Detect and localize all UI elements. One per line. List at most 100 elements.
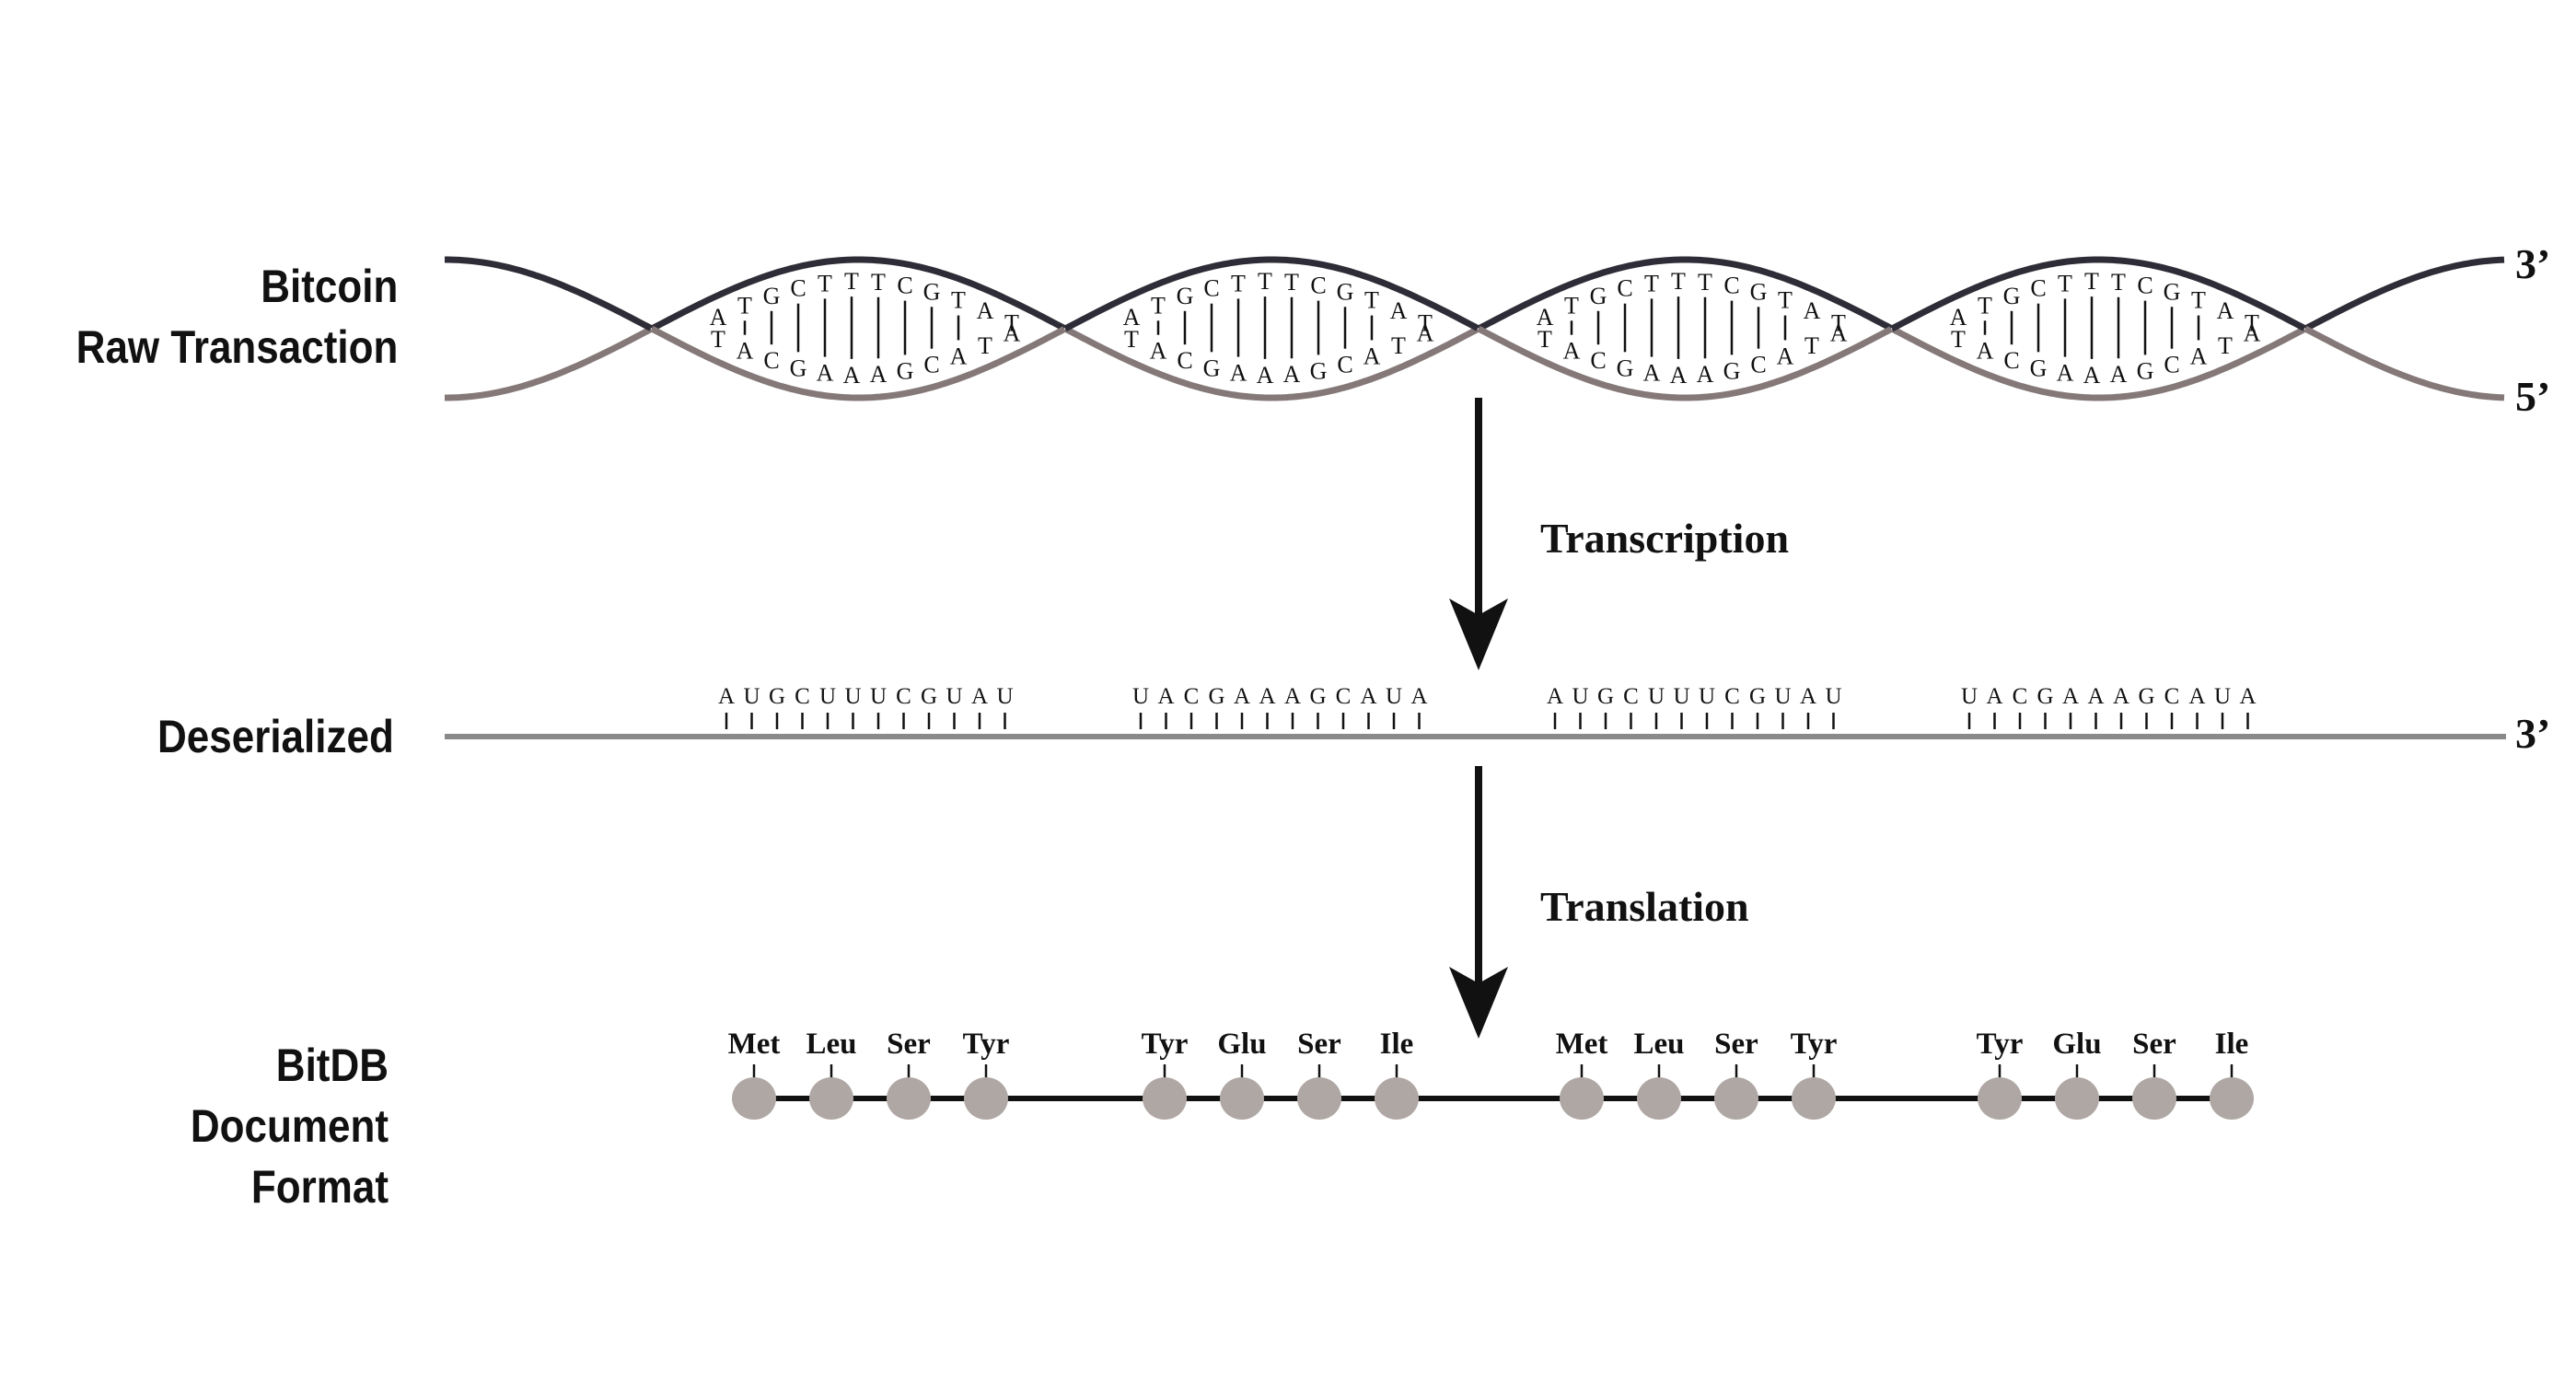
dna-base-top: A (1804, 297, 1821, 324)
dna-base-bottom: A (2057, 360, 2074, 387)
dna-base-bottom: C (1337, 352, 1352, 378)
dna-base-bottom: A (2083, 362, 2101, 389)
rna-base: U (1132, 684, 1149, 709)
dna-base-top: T (737, 292, 752, 319)
rna-base: A (1157, 684, 1174, 709)
rna-base: U (870, 684, 887, 709)
amino-acid-residue (887, 1077, 931, 1120)
amino-acid-label: Glu (2052, 1028, 2101, 1061)
dna-base-bottom: A (737, 338, 754, 365)
rna-base: C (2164, 684, 2180, 709)
dna-base-top: T (1258, 268, 1272, 295)
rna-base: G (1749, 684, 1766, 709)
dna-base-bottom: A (1670, 362, 1688, 389)
amino-acid-label: Ile (1380, 1028, 1414, 1061)
dna-base-top: T (844, 268, 859, 295)
dna-base-top: G (2003, 283, 2021, 309)
amino-acid-label: Met (728, 1028, 781, 1061)
rna-base: U (1386, 684, 1402, 709)
dna-base-bottom: C (763, 347, 779, 374)
dna-base-top: T (2245, 309, 2259, 336)
dna-base-top: C (1723, 273, 1739, 299)
amino-acid-residue (1297, 1077, 1341, 1120)
dna-base-bottom: C (1750, 352, 1766, 378)
dna-strand-segment (1477, 256, 1893, 332)
dna-base-top: T (1284, 269, 1299, 296)
dna-base-bottom: C (1177, 347, 1192, 374)
dna-base-bottom: T (1804, 332, 1819, 359)
dna-strand-segment (445, 256, 653, 331)
dna-base-top: G (1337, 278, 1354, 305)
rna-base: U (844, 684, 861, 709)
dna-5prime-end-label: 5’ (2515, 373, 2550, 420)
amino-acid-residue (1375, 1077, 1419, 1120)
dna-double-helix: ATTAGCCGTATATACGGCTAATTAATTAGCCGTATATACG… (445, 256, 2505, 401)
rna-base: U (1648, 684, 1665, 709)
rna-base: C (1724, 684, 1740, 709)
dna-base-top: A (1537, 304, 1554, 331)
dna-strand-segment (1063, 325, 1479, 401)
rna-base: A (1986, 684, 2002, 709)
translation-label: Translation (1540, 883, 1749, 930)
dna-base-bottom: T (978, 332, 992, 359)
transcription-arrow (1449, 398, 1508, 670)
dna-base-bottom: A (1830, 320, 1848, 347)
dna-base-bottom: C (923, 352, 939, 378)
amino-acid-residue (732, 1077, 776, 1120)
amino-acid-residue (1220, 1077, 1264, 1120)
dna-base-bottom: A (1417, 320, 1434, 347)
dna-base-top: T (1831, 309, 1846, 336)
dna-base-top: T (1644, 270, 1659, 296)
dna-base-top: T (2084, 268, 2099, 295)
amino-acid-label: Tyr (1977, 1028, 2024, 1061)
rna-base: U (946, 684, 962, 709)
dna-base-top: T (1364, 287, 1379, 314)
amino-acid-label: Tyr (1142, 1028, 1189, 1061)
rna-base: G (1208, 684, 1224, 709)
dna-strand-segment (1477, 325, 1893, 401)
amino-acid-label: Ser (1714, 1028, 1758, 1061)
dna-base-top: T (1978, 292, 1992, 319)
amino-acid-label: Ile (2215, 1028, 2249, 1061)
translation-arrow (1449, 766, 1508, 1039)
rna-base: U (819, 684, 836, 709)
dna-base-bottom: A (1004, 320, 1021, 347)
dna-base-top: A (1950, 304, 1967, 331)
dna-base-bottom: A (1643, 360, 1661, 387)
transcription-arrowhead (1449, 598, 1508, 670)
dna-base-top: C (1617, 275, 1632, 302)
dna-base-top: G (1750, 278, 1768, 305)
dna-strand-segment (650, 325, 1066, 401)
rna-base: A (1547, 684, 1563, 709)
dna-base-bottom: T (1537, 326, 1552, 353)
amino-acid-label: Leu (1633, 1028, 1684, 1061)
dna-base-top: T (1698, 269, 1712, 296)
rna-base: G (1597, 684, 1614, 709)
protein-row-label: BitDB Document Format (47, 1035, 389, 1217)
dna-base-bottom: C (2003, 347, 2019, 374)
dna-label-line1: Bitcoin (260, 261, 398, 312)
translation-arrowhead (1449, 967, 1508, 1039)
dna-base-bottom: A (2190, 343, 2208, 369)
dna-strand-segment (1063, 256, 1479, 332)
dna-base-bottom: G (790, 354, 807, 381)
rna-base: C (795, 684, 810, 709)
amino-acid-residue (1637, 1077, 1681, 1120)
rna-base: A (1234, 684, 1250, 709)
amino-acid-label: Ser (887, 1028, 931, 1061)
dna-base-top: T (2111, 269, 2126, 296)
dna-base-bottom: A (1150, 338, 1167, 365)
amino-acid-residue (964, 1077, 1008, 1120)
rna-row-label: Deserialized (157, 706, 394, 767)
dna-strand-segment (1890, 325, 2306, 401)
dna-row-label: Bitcoin Raw Transaction (75, 256, 398, 378)
amino-acid-residue (1714, 1077, 1758, 1120)
dna-base-bottom: A (817, 360, 834, 387)
rna-3prime-end-label: 3’ (2515, 710, 2550, 757)
dna-base-bottom: A (1697, 361, 1714, 388)
dna-base-bottom: A (1777, 343, 1794, 369)
amino-acid-residue (1560, 1077, 1604, 1120)
